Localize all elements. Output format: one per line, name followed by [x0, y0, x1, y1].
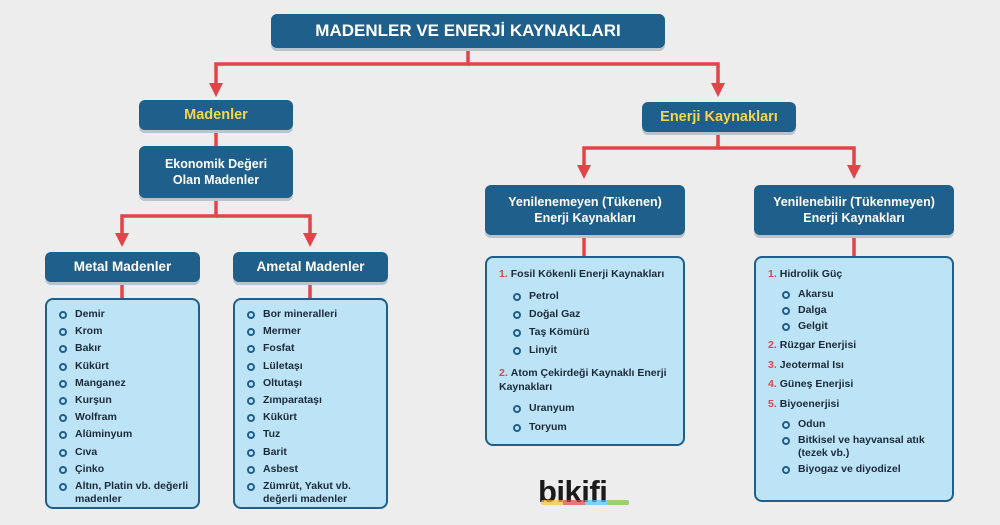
- ametal-label: Ametal Madenler: [256, 259, 365, 275]
- group-number: 2.: [768, 339, 777, 352]
- list-item: Kükürt: [247, 411, 378, 424]
- page-title: MADENLER VE ENERJİ KAYNAKLARI: [315, 20, 621, 40]
- tukenen-line1: Yenilenemeyen (Tükenen): [508, 194, 662, 209]
- tukenmeyen-line2: Enerji Kaynakları: [803, 211, 905, 225]
- connector-root-right: [468, 62, 725, 97]
- group-number: 1.: [768, 268, 777, 280]
- group-heading: 4.Güneş Enerjisi: [768, 378, 942, 392]
- list-item: Bitkisel ve hayvansal atık (tezek vb.): [782, 434, 942, 460]
- list-item: Akarsu: [782, 288, 942, 301]
- list-item: Manganez: [59, 377, 190, 390]
- list-item: Zımparataşı: [247, 394, 378, 407]
- madenler-box: Madenler: [139, 100, 293, 130]
- title-box: MADENLER VE ENERJİ KAYNAKLARI: [271, 14, 665, 48]
- tukenen-box: Yenilenemeyen (Tükenen) Enerji Kaynaklar…: [485, 185, 685, 235]
- list-item: Kükürt: [59, 360, 190, 373]
- list-item: Cıva: [59, 446, 190, 459]
- enerji-box: Enerji Kaynakları: [642, 102, 796, 132]
- list-item: Taş Kömürü: [513, 326, 673, 339]
- list-item: Toryum: [513, 421, 673, 434]
- list-item: Mermer: [247, 325, 378, 338]
- enerji-label: Enerji Kaynakları: [660, 108, 778, 125]
- group-heading: 5.Biyoenerjisi: [768, 398, 942, 412]
- list-item: Krom: [59, 325, 190, 338]
- connector-root: [209, 48, 470, 97]
- group-heading: 1.Fosil Kökenli Enerji Kaynakları: [499, 268, 673, 282]
- list-item: Asbest: [247, 463, 378, 476]
- ekonomik-box: Ekonomik Değeri Olan Madenler: [139, 146, 293, 198]
- list-item: Wolfram: [59, 411, 190, 424]
- list-item: Kurşun: [59, 394, 190, 407]
- list-item: Uranyum: [513, 402, 673, 415]
- logo-underline: [541, 500, 629, 505]
- metal-box: Metal Madenler: [45, 252, 200, 282]
- connector-enerji-right: [718, 146, 861, 179]
- list-item: Zümrüt, Yakut vb. değerli madenler: [247, 480, 378, 506]
- list-item: Tuz: [247, 428, 378, 441]
- ekonomik-line2: Olan Madenler: [172, 173, 260, 187]
- group-heading: 1.Hidrolik Güç: [768, 268, 942, 282]
- group-title: Güneş Enerjisi: [779, 378, 854, 391]
- group-number: 4.: [768, 378, 777, 391]
- list-item: Lületaşı: [247, 360, 378, 373]
- ametal-box: Ametal Madenler: [233, 252, 388, 282]
- group-number: 5.: [768, 397, 777, 410]
- group-title: Jeotermal Isı: [779, 358, 844, 371]
- list-item: Bor mineralleri: [247, 308, 378, 321]
- tukenmeyen-box: Yenilenebilir (Tükenmeyen) Enerji Kaynak…: [754, 185, 954, 235]
- list-item: Alüminyum: [59, 428, 190, 441]
- list-item: Oltutaşı: [247, 377, 378, 390]
- connector-ekonomik-right: [216, 214, 317, 247]
- group-title: Hidrolik Güç: [779, 268, 843, 280]
- tukenmeyen-line1: Yenilenebilir (Tükenmeyen): [773, 194, 935, 209]
- metal-label: Metal Madenler: [73, 259, 172, 275]
- list-item: Barit: [247, 446, 378, 459]
- group-number: 3.: [768, 358, 777, 371]
- group-title: Atom Çekirdeği Kaynaklı Enerji Kaynaklar…: [499, 367, 667, 393]
- group-heading: 3.Jeotermal Isı: [768, 359, 942, 373]
- list-item: Odun: [782, 418, 942, 431]
- list-item: Fosfat: [247, 342, 378, 355]
- group-title: Biyoenerjisi: [779, 397, 840, 410]
- list-item: Biyogaz ve diyodizel: [782, 463, 942, 476]
- tukenen-line2: Enerji Kaynakları: [534, 211, 636, 225]
- list-item: Çinko: [59, 463, 190, 476]
- group-heading: 2.Atom Çekirdeği Kaynaklı Enerji Kaynakl…: [499, 367, 673, 394]
- list-item: Altın, Platin vb. değerli madenler: [59, 480, 190, 506]
- list-item: Petrol: [513, 290, 673, 303]
- list-item: Dalga: [782, 304, 942, 317]
- group-number: 1.: [499, 268, 508, 280]
- ekonomik-line1: Ekonomik Değeri: [164, 156, 268, 171]
- group-heading: 2.Rüzgar Enerjisi: [768, 339, 942, 353]
- group-title: Fosil Kökenli Enerji Kaynakları: [510, 268, 665, 280]
- connector-ekonomik: [115, 198, 218, 247]
- list-item: Doğal Gaz: [513, 308, 673, 321]
- list-item: Demir: [59, 308, 190, 321]
- madenler-label: Madenler: [184, 106, 248, 123]
- group-number: 2.: [499, 367, 508, 380]
- connector-enerji: [577, 132, 720, 179]
- list-item: Bakır: [59, 342, 190, 355]
- list-item: Gelgit: [782, 320, 942, 333]
- group-title: Rüzgar Enerjisi: [779, 339, 857, 352]
- list-item: Linyit: [513, 344, 673, 357]
